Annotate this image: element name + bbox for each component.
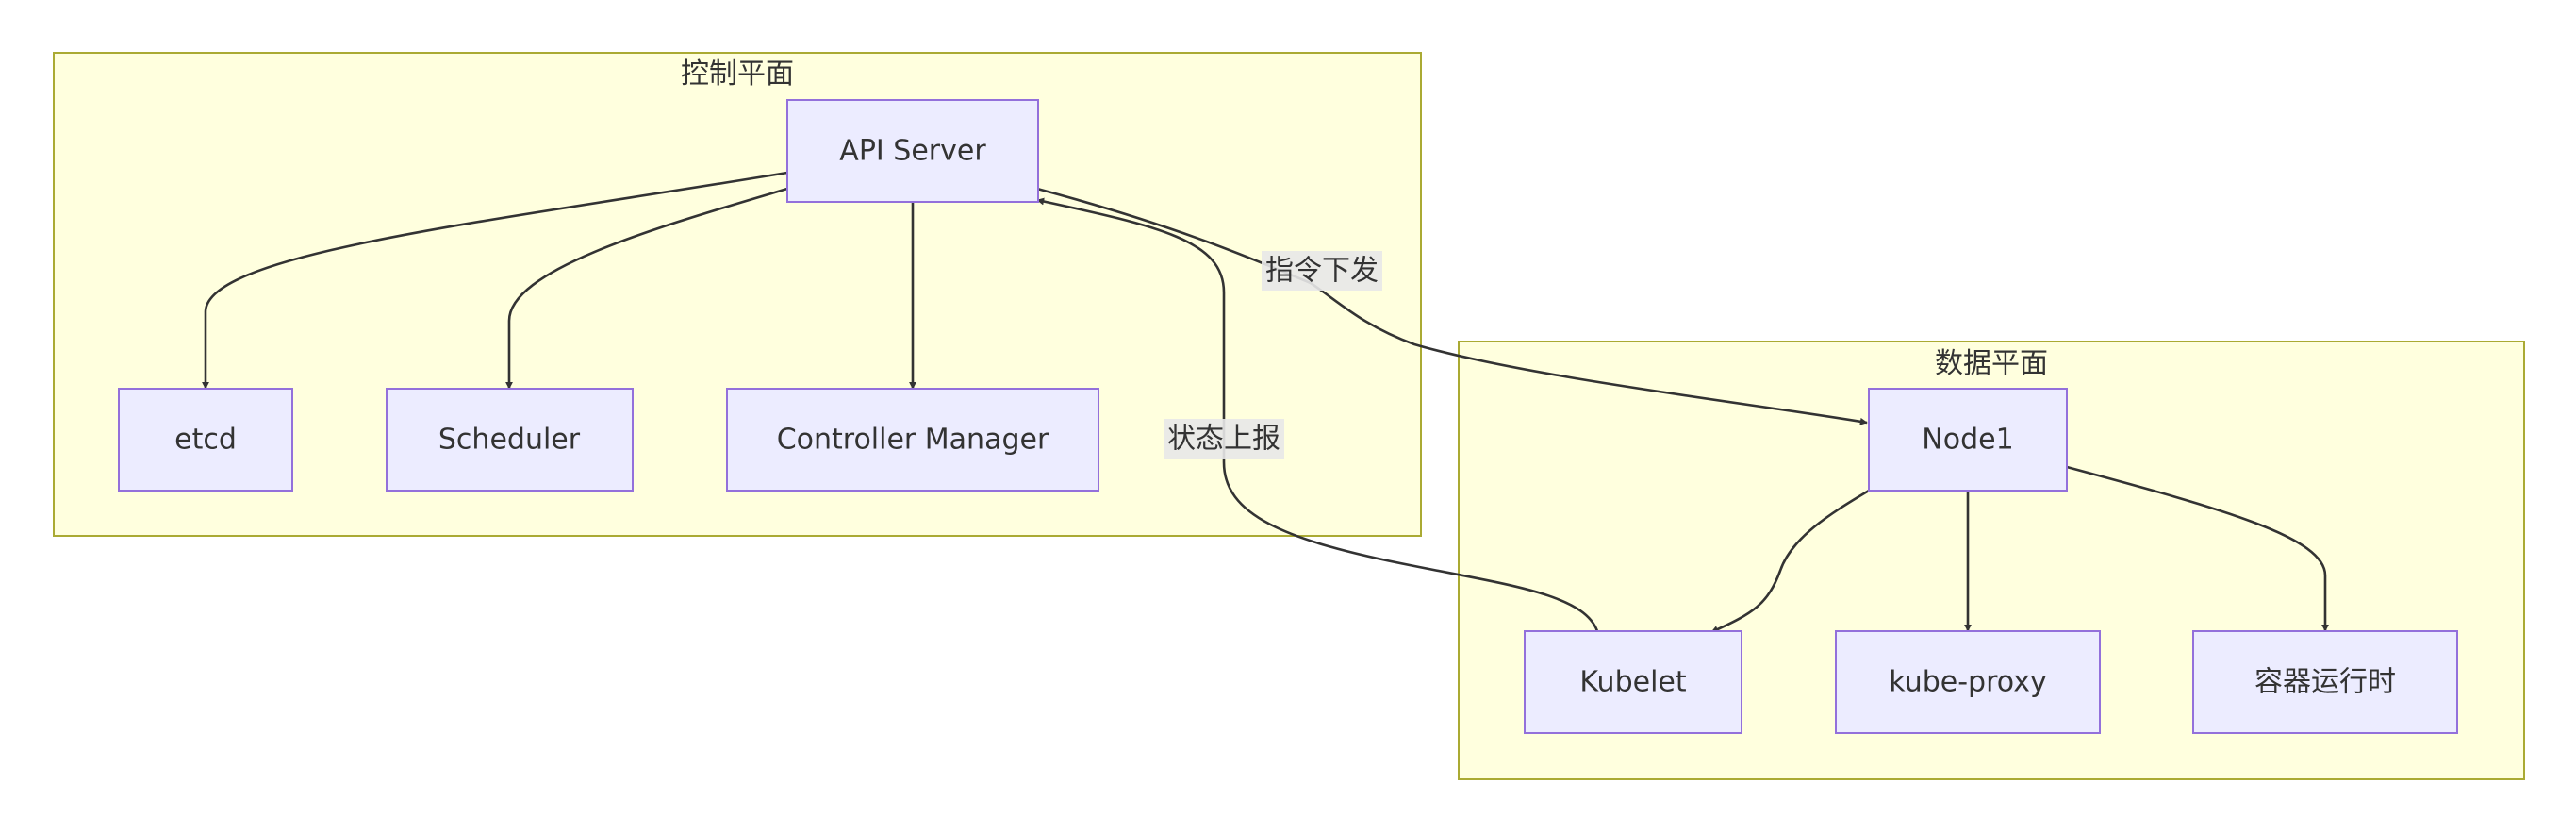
node-api-server-box <box>786 99 1039 203</box>
edges <box>202 171 2329 634</box>
edge-node1-to-container-runtime <box>2066 465 2329 632</box>
node-container-runtime-box <box>2192 630 2458 734</box>
node-controller-manager-box <box>726 388 1099 492</box>
node-api-server: API Server <box>786 99 1039 203</box>
control-plane-title: 控制平面 <box>681 58 794 91</box>
node-node1-label: Node1 <box>1922 424 2013 457</box>
node-scheduler: Scheduler <box>386 388 634 492</box>
edge-node1-to-kubelet <box>1710 489 1870 634</box>
node-kube-proxy: kube-proxy <box>1835 630 2101 734</box>
edge-label-status-report-text: 状态上报 <box>1167 423 1280 456</box>
node-kube-proxy-label: kube-proxy <box>1889 666 2046 699</box>
node-container-runtime-label: 容器运行时 <box>2254 666 2396 699</box>
node-etcd-box <box>118 388 293 492</box>
node-etcd-label: etcd <box>174 424 237 457</box>
node-kubelet-label: Kubelet <box>1579 666 1686 699</box>
edge-label-command-dispatch-text: 指令下发 <box>1265 255 1379 288</box>
edge-label-status-report: 状态上报 <box>1164 419 1284 459</box>
edge-api-to-scheduler <box>505 187 788 390</box>
node-kubelet-box <box>1524 630 1742 734</box>
node-etcd: etcd <box>118 388 293 492</box>
edge-label-command-dispatch: 指令下发 <box>1262 251 1382 291</box>
node-controller-manager: Controller Manager <box>726 388 1099 492</box>
edge-api-to-etcd <box>202 171 788 390</box>
node-controller-manager-label: Controller Manager <box>777 424 1049 457</box>
node-scheduler-box <box>386 388 634 492</box>
node-container-runtime: 容器运行时 <box>2192 630 2458 734</box>
node-kubelet: Kubelet <box>1524 630 1742 734</box>
node-kube-proxy-box <box>1835 630 2101 734</box>
node-scheduler-label: Scheduler <box>438 424 581 457</box>
edge-label-status-report-bg <box>1164 419 1284 459</box>
node-api-server-label: API Server <box>839 135 986 168</box>
edge-api-to-node1 <box>1036 187 1868 425</box>
edge-kubelet-to-api <box>1036 197 1599 632</box>
node-node1: Node1 <box>1868 388 2068 492</box>
node-node1-box <box>1868 388 2068 492</box>
data-plane-title: 数据平面 <box>1935 347 2048 380</box>
edge-label-command-dispatch-bg <box>1262 251 1382 291</box>
